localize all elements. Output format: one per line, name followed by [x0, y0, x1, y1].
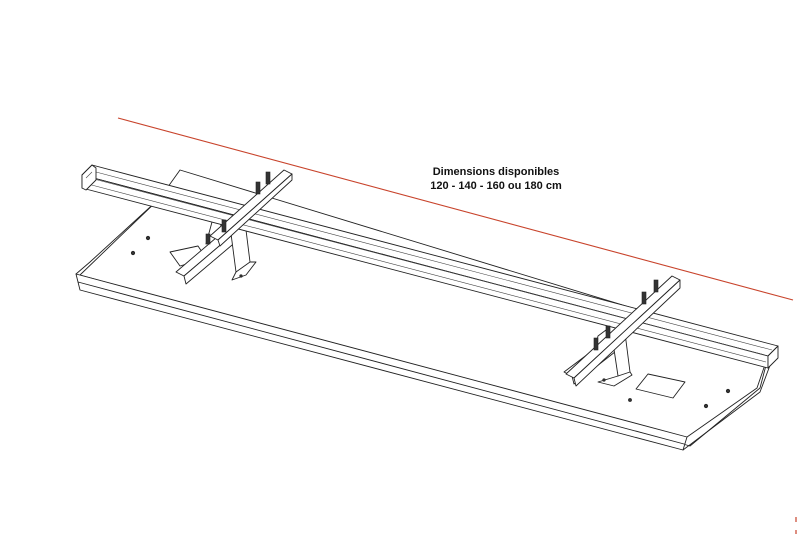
caption-sizes: 120 - 140 - 160 ou 180 cm [430, 180, 562, 192]
base-tray [75, 169, 776, 451]
right-crossbar [565, 275, 681, 387]
caption-title: Dimensions disponibles [432, 166, 560, 178]
dimensions-caption: Dimensions disponibles 120 - 140 - 160 o… [396, 165, 596, 193]
dimension-line [117, 117, 794, 301]
cable-cutout [635, 373, 686, 399]
left-crossbar [205, 169, 293, 247]
